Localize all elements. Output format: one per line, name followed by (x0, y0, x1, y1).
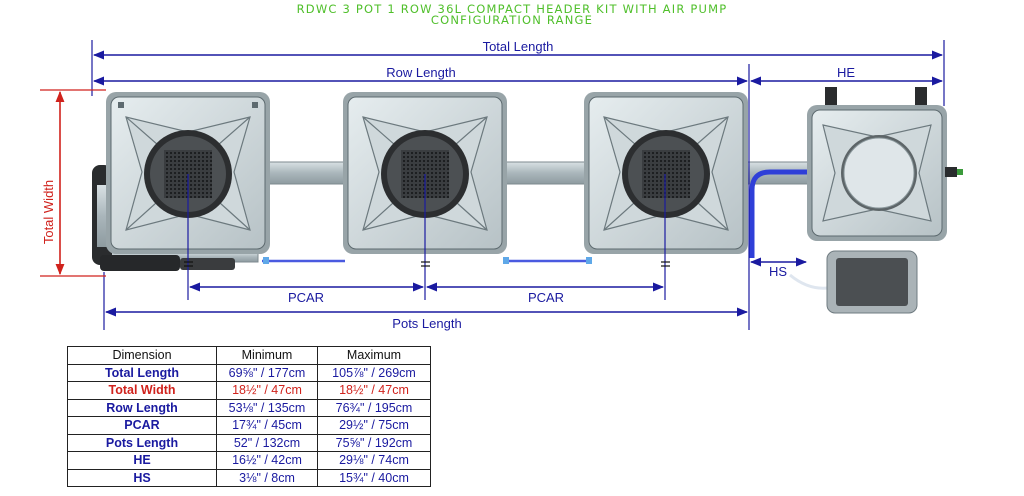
table-header-dimension: Dimension (67, 346, 217, 365)
table-row: PCAR 17¾" / 45cm 29½" / 75cm (67, 416, 431, 435)
table-row: Total Width 18½" / 47cm 18½" / 47cm (67, 381, 431, 400)
table-header-maximum: Maximum (317, 346, 431, 365)
row-minimum: 52" / 132cm (216, 433, 318, 452)
total-width-extension-lines (40, 89, 106, 277)
pcar-label-2: PCAR (528, 290, 564, 305)
pot-3 (584, 92, 748, 254)
row-minimum: 18½" / 47cm (216, 381, 318, 400)
table-header-row: Dimension Minimum Maximum (67, 346, 431, 365)
configuration-range-table: Dimension Minimum Maximum Total Length 6… (67, 346, 431, 487)
pots-length-label: Pots Length (392, 316, 461, 331)
air-pump (789, 250, 918, 314)
row-length-label: Row Length (386, 65, 455, 80)
table-row: Total Length 69⅝" / 177cm 105⅞" / 269cm (67, 363, 431, 382)
diagram-title-line1: RDWC 3 POT 1 ROW 36L COMPACT HEADER KIT … (296, 2, 728, 16)
row-minimum: 53⅛" / 135cm (216, 398, 318, 417)
row-dimension: HE (67, 451, 217, 470)
table-row: HS 3⅛" / 8cm 15¾" / 40cm (67, 468, 431, 487)
row-dimension: Total Length (67, 363, 217, 382)
table-row: Pots Length 52" / 132cm 75⅝" / 192cm (67, 433, 431, 452)
header-tank (807, 87, 963, 241)
row-maximum: 29½" / 75cm (317, 416, 431, 435)
row-maximum: 75⅝" / 192cm (317, 433, 431, 452)
table-row: HE 16½" / 42cm 29⅛" / 74cm (67, 451, 431, 470)
row-minimum: 3⅛" / 8cm (216, 468, 318, 487)
row-minimum: 17¾" / 45cm (216, 416, 318, 435)
extension-lines (91, 40, 945, 330)
row-maximum: 105⅞" / 269cm (317, 363, 431, 382)
row-dimension: Row Length (67, 398, 217, 417)
row-dimension: Pots Length (67, 433, 217, 452)
row-minimum: 16½" / 42cm (216, 451, 318, 470)
row-dimension: Total Width (67, 381, 217, 400)
row-dimension: HS (67, 468, 217, 487)
total-length-label: Total Length (483, 39, 554, 54)
total-width-label: Total Width (41, 180, 56, 244)
row-maximum: 18½" / 47cm (317, 381, 431, 400)
row-minimum: 69⅝" / 177cm (216, 363, 318, 382)
table-header-minimum: Minimum (216, 346, 318, 365)
diagram-title-line2: CONFIGURATION RANGE (430, 13, 594, 27)
system-diagram: Total Length Row Length HE Total Width H… (40, 39, 963, 331)
row-maximum: 76¾" / 195cm (317, 398, 431, 417)
pot-1 (106, 92, 270, 254)
pcar-label-1: PCAR (288, 290, 324, 305)
pot-2 (343, 92, 507, 254)
table-row: Row Length 53⅛" / 135cm 76¾" / 195cm (67, 398, 431, 417)
pot-centre-markers (184, 174, 670, 300)
row-maximum: 29⅛" / 74cm (317, 451, 431, 470)
he-label: HE (837, 65, 855, 80)
blue-hose (262, 169, 812, 264)
row-dimension: PCAR (67, 416, 217, 435)
row-maximum: 15¾" / 40cm (317, 468, 431, 487)
hs-label: HS (769, 264, 787, 279)
